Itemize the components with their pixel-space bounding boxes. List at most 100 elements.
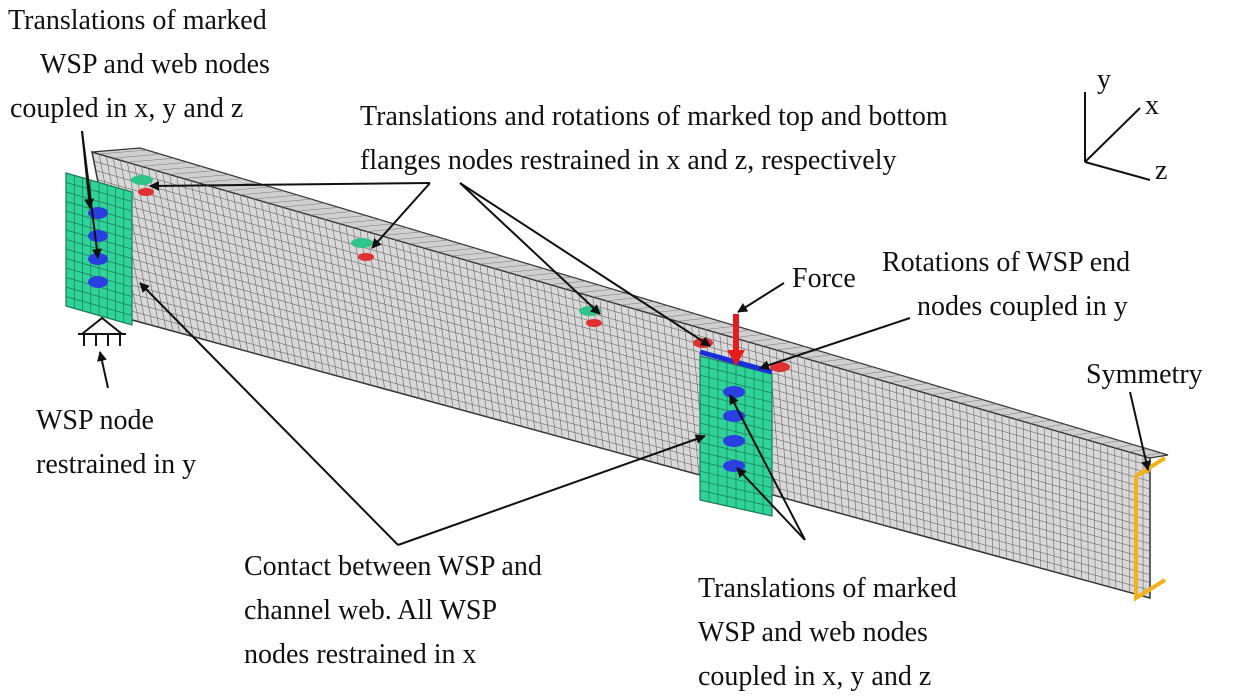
mesh-line [296, 207, 339, 212]
mesh-line [324, 215, 367, 220]
mesh-line [1030, 419, 1052, 424]
mesh-line [973, 403, 997, 408]
mesh-line [1142, 452, 1162, 457]
mesh-line [677, 317, 709, 322]
mesh-line [282, 203, 326, 208]
mesh-line [508, 268, 545, 273]
mesh-line [104, 216, 1151, 513]
mesh-line [691, 321, 723, 326]
axis-x-label: x [1145, 90, 1159, 121]
mesh-line [536, 276, 572, 281]
mesh-line [705, 325, 737, 330]
mesh-line [1058, 428, 1079, 432]
mesh-line [776, 346, 805, 351]
mesh-line [987, 407, 1011, 412]
leader-arrows [81, 130, 1151, 546]
mesh-line [649, 309, 682, 314]
mesh-line [102, 207, 1151, 505]
mesh-line [747, 338, 778, 342]
mesh-line [1072, 432, 1093, 436]
mesh-line [699, 413, 773, 432]
mesh-line [522, 272, 559, 277]
label-wsp-left-3: coupled in x, y and z [10, 93, 244, 124]
mesh-line [95, 170, 1151, 474]
mesh-line [699, 480, 773, 498]
mesh-line [699, 490, 773, 507]
mesh-line [381, 231, 422, 236]
mesh-line [310, 211, 353, 216]
mesh-line [169, 170, 216, 175]
mesh-line [240, 190, 284, 196]
mesh-line [465, 256, 504, 261]
mesh-line [699, 442, 773, 460]
mesh-line [352, 223, 394, 228]
mesh-line [113, 153, 161, 159]
mesh-line [65, 286, 133, 307]
mesh-line [479, 260, 517, 265]
mesh-line [268, 198, 312, 204]
label-wsp-left-2: WSP and web nodes [40, 49, 270, 80]
mesh-line [395, 235, 435, 240]
mesh-line [699, 470, 773, 488]
mesh-line [804, 354, 833, 359]
mesh-line [119, 290, 1151, 575]
mesh-line [818, 358, 846, 363]
mesh-line [620, 301, 655, 306]
mesh-line [663, 313, 696, 318]
mesh-line [101, 197, 1151, 498]
beam-mesh [93, 149, 1162, 597]
mesh-line [409, 239, 449, 245]
mesh-line [141, 162, 188, 167]
label-contact-2: channel web. All WSP [244, 595, 498, 626]
mesh-line [832, 362, 860, 367]
mesh-line [1128, 448, 1148, 453]
label-wsp-node-1: WSP node [36, 405, 154, 436]
mesh-line [917, 387, 942, 391]
mesh-line [110, 243, 1151, 537]
mesh-line [578, 288, 613, 294]
label-rotations-2: nodes coupled in y [917, 291, 1128, 322]
mesh-line [121, 299, 1151, 583]
axis-triad [1084, 92, 1151, 181]
mesh-line [945, 395, 970, 400]
mesh-line [127, 157, 175, 163]
mesh-line [106, 225, 1151, 521]
label-symmetry: Symmetry [1086, 359, 1203, 390]
mesh-line [494, 264, 531, 269]
mesh-line [699, 374, 773, 394]
label-contact-3: nodes restrained in x [244, 639, 477, 670]
mesh-line [437, 248, 476, 253]
mesh-line [1044, 424, 1066, 428]
mesh-line [97, 179, 1151, 482]
mesh-line [846, 366, 874, 371]
label-wsp-mid-1: Translations of marked [698, 573, 957, 604]
mesh-line [115, 271, 1151, 560]
mesh-line [65, 210, 133, 231]
mesh-line [117, 280, 1151, 568]
label-wsp-node-2: restrained in y [36, 449, 197, 480]
mesh-line [113, 262, 1151, 552]
axis-y-label: y [1097, 64, 1111, 95]
mesh-line [93, 160, 1151, 467]
mesh-line [65, 182, 133, 202]
mesh-line [860, 370, 888, 375]
force-arrow [727, 314, 745, 366]
label-wsp-mid-3: coupled in x, y and z [698, 661, 932, 692]
label-wsp-mid-2: WSP and web nodes [698, 617, 928, 648]
mesh-line [254, 194, 298, 200]
mesh-line [762, 342, 792, 347]
label-flanges-1: Translations and rotations of marked top… [360, 101, 948, 132]
coupling-markers-left [88, 207, 108, 288]
support-symbol [78, 316, 126, 346]
mesh-line [65, 191, 133, 212]
mesh-line [99, 149, 147, 155]
mesh-line [183, 174, 230, 179]
mesh-line [423, 243, 463, 249]
label-wsp-left-1: Translations of marked [8, 5, 267, 36]
mesh-line [112, 253, 1151, 544]
mesh-line [888, 379, 915, 383]
mesh-line [903, 383, 929, 387]
mesh-line [225, 186, 271, 192]
label-rotations-1: Rotations of WSP end [882, 247, 1131, 278]
